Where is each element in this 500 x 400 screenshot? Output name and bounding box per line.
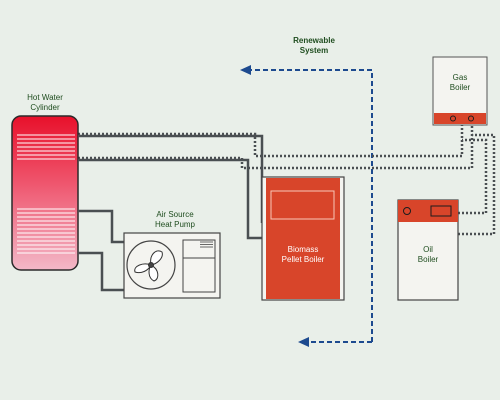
arrow-head-top	[240, 65, 251, 75]
oil-boiler-display	[430, 205, 452, 217]
biomass-hopper-window	[270, 190, 335, 220]
heat-pump-vent-panel	[182, 239, 216, 293]
fan-grille	[126, 240, 176, 290]
gas-boiler-knob-icon	[468, 115, 474, 122]
gas-boiler-dial-icon	[450, 115, 456, 122]
lower-coil	[17, 208, 75, 254]
oil-boiler	[397, 199, 459, 301]
oil-boiler-dial-icon	[403, 207, 411, 215]
arrow-head-bottom	[298, 337, 309, 347]
upper-coil	[17, 134, 75, 160]
gas-boiler-control-panel	[434, 113, 486, 124]
gas-boiler-label: Gas Boiler	[449, 73, 471, 92]
renewable-system-label: Renewable System	[293, 36, 335, 55]
air-source-heat-pump	[123, 232, 221, 299]
biomass-boiler-label: Biomass Pellet Boiler	[281, 245, 325, 264]
heat-pump-vent-slats	[200, 241, 213, 248]
hot-water-cylinder-label: Hot Water Cylinder	[27, 93, 63, 112]
oil-boiler-control-panel	[398, 200, 458, 222]
dotted-boiler-pipes	[78, 125, 496, 236]
air-source-heat-pump-label: Air Source Heat Pump	[154, 210, 196, 229]
fan-icon	[134, 250, 163, 282]
biomass-pellet-boiler	[261, 176, 345, 301]
hot-water-cylinder	[11, 115, 79, 271]
renewable-flow-arrows	[248, 69, 373, 343]
biomass-boiler-front	[266, 178, 340, 299]
solid-pipes	[78, 134, 264, 292]
gas-boiler	[432, 56, 488, 126]
oil-boiler-label: Oil Boiler	[417, 245, 439, 264]
